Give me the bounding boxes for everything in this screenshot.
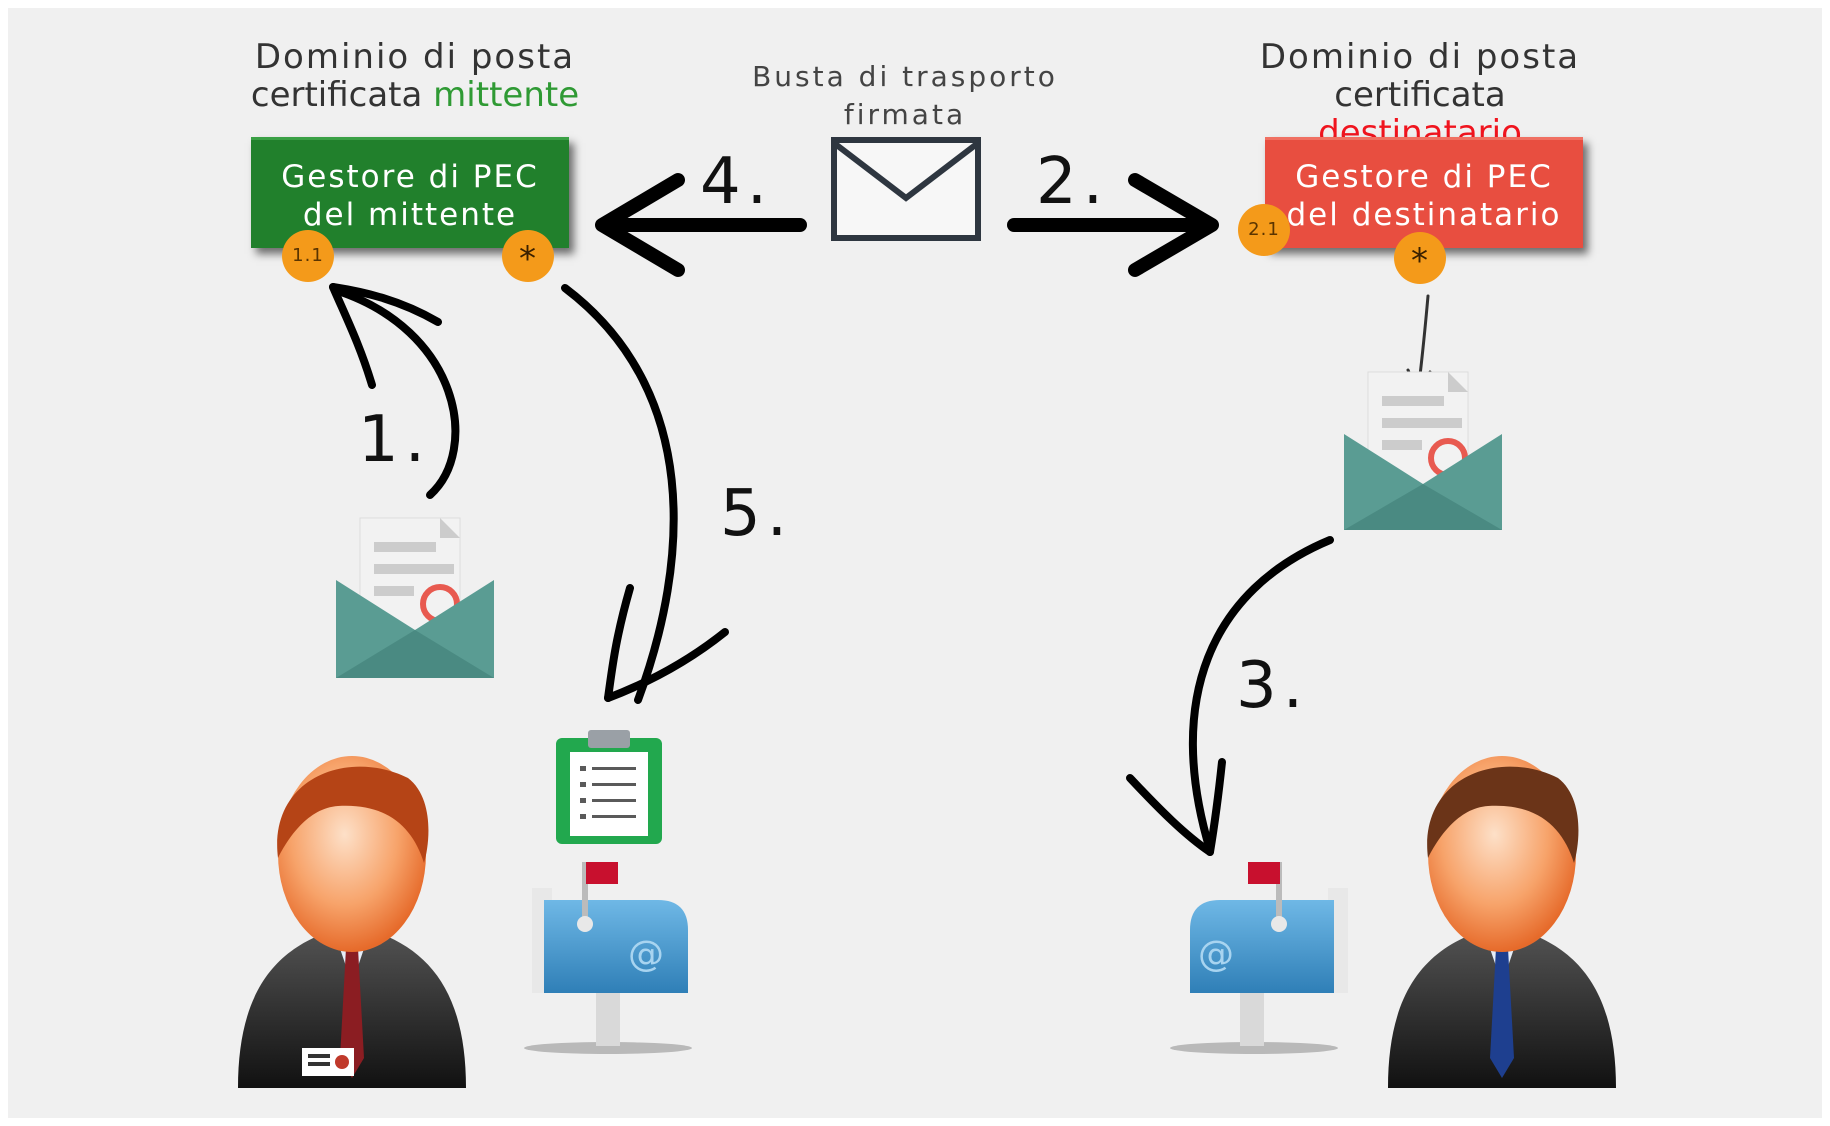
sender-domain-line2: certificata mittente [240, 76, 590, 114]
arrow-step3-head [1126, 758, 1226, 856]
transport-label-line1: Busta di trasporto [752, 60, 1058, 93]
step-3-label: 3. [1236, 649, 1310, 723]
step-1-label: 1. [358, 403, 432, 477]
transport-envelope-label: Busta di trasporto firmata [740, 58, 1070, 134]
receiver-box-line1: Gestore di PEC [1295, 159, 1553, 195]
sender-domain-line1: Dominio di posta [254, 37, 576, 77]
receiver-domain-line1: Dominio di posta [1259, 37, 1581, 77]
receipt-clipboard-icon [556, 730, 662, 844]
arrow-step4 [595, 173, 807, 277]
mailbox-icon-receiver: @ [1170, 862, 1348, 1054]
badge-1-1: 1.1 [282, 230, 334, 282]
signed-message-icon-receiver [1344, 371, 1502, 530]
signed-message-icon [336, 517, 494, 678]
receiver-domain-heading: Dominio di posta certificata destinatari… [1230, 38, 1610, 152]
transport-label-line2: firmata [843, 98, 967, 131]
badge-sender-star: * [502, 230, 554, 282]
badge-2-1: 2.1 [1238, 204, 1290, 256]
step-4-label: 4. [700, 145, 774, 219]
svg-text:@: @ [628, 934, 664, 975]
sender-pec-provider-box: Gestore di PEC del mittente [251, 137, 569, 248]
arrow-step1 [331, 286, 460, 499]
receiver-person-icon [1388, 756, 1616, 1088]
envelope-icon [831, 137, 981, 241]
svg-text:@: @ [1198, 934, 1234, 975]
receiver-box-line2: del destinatario [1286, 197, 1562, 233]
step-2-label: 2. [1036, 145, 1110, 219]
arrow-step3 [1188, 536, 1334, 854]
arrow-step2 [1007, 173, 1219, 277]
sender-domain-heading: Dominio di posta certificata mittente [240, 38, 590, 114]
mailbox-icon: @ [524, 862, 692, 1054]
receiver-box-text: Gestore di PEC del destinatario [1265, 140, 1583, 234]
step-5-label: 5. [720, 477, 794, 551]
arrow-step5-head [604, 584, 729, 702]
sender-box-line1: Gestore di PEC [281, 159, 539, 195]
badge-receiver-star: * [1394, 232, 1446, 284]
arrow-step5 [561, 284, 678, 704]
sender-domain-certificata: certificata [250, 75, 423, 115]
sender-domain-accent: mittente [433, 75, 580, 115]
receiver-domain-certificata: certificata [1334, 75, 1506, 115]
sender-box-text: Gestore di PEC del mittente [251, 140, 569, 234]
arrow-step1-head [329, 283, 442, 389]
receiver-pec-provider-box: Gestore di PEC del destinatario [1265, 137, 1583, 248]
sender-person-icon [238, 756, 466, 1088]
sender-box-line2: del mittente [302, 197, 518, 233]
